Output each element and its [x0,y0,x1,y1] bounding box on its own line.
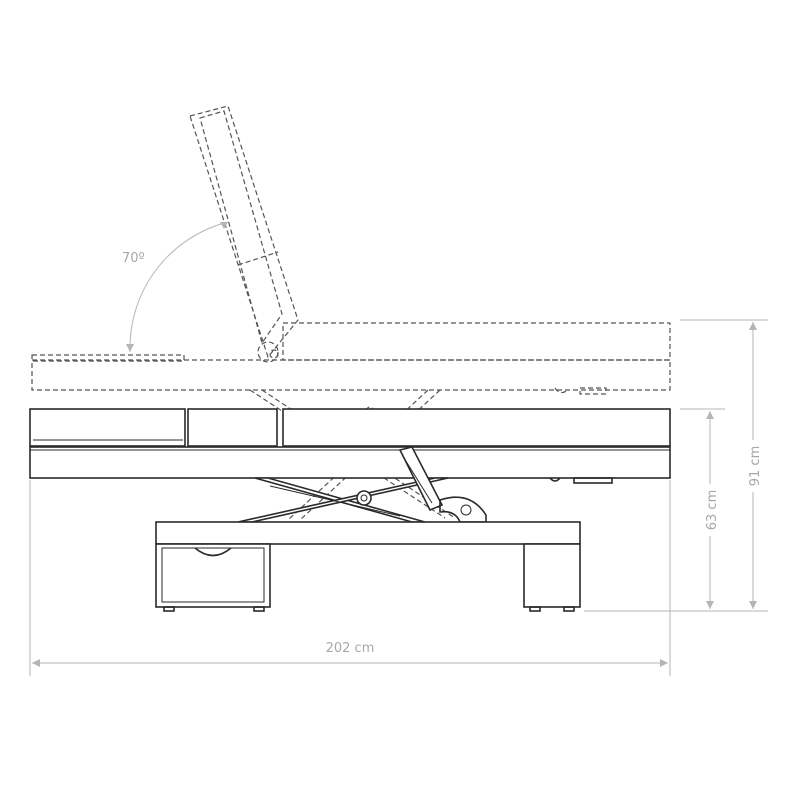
height-min-label: 63 cm [705,490,720,531]
angle-label: 70º [122,251,145,266]
main-cushion [282,408,671,447]
raised-frame [31,359,671,391]
hinge-circle [257,341,279,363]
raised-head-pad [31,354,185,362]
height-dimensions: 91 cm 63 cm [584,319,768,612]
length-dimension: 202 cm [29,480,671,676]
raised-main-pad [282,322,671,361]
base-leg-right [523,543,581,608]
tilt-angle-annotation: 70º [122,221,229,353]
drawer-handle [194,547,232,557]
lift-motor [398,446,444,512]
angle-arrowhead-top [220,222,228,229]
angle-arc [129,221,229,353]
scissor-lift [237,446,487,523]
table-frame-rail [29,446,671,479]
angle-arrowhead-bottom [126,344,134,352]
height-max-label: 91 cm [748,446,763,487]
base-platform [155,521,581,545]
tilted-backrest-inner [199,110,283,345]
lowered-position-table [29,408,671,612]
control-box [549,477,561,482]
middle-cushion [187,408,278,447]
length-label: 202 cm [326,641,375,656]
scissor-pivot [356,490,372,506]
tilted-backrest-outline [189,105,299,359]
storage-drawer [155,543,271,608]
